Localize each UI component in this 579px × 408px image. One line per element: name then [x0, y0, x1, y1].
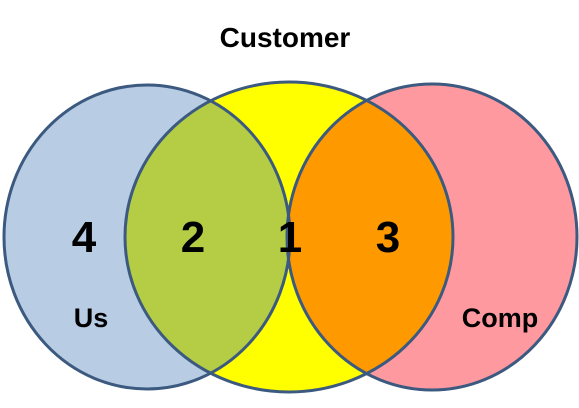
- region-us-only: 4: [72, 213, 97, 262]
- comp-outline: [285, 82, 579, 392]
- region-us-customer: 2: [181, 213, 205, 262]
- us-outline: [2, 83, 292, 391]
- customer-title: Customer: [220, 22, 351, 53]
- region-all-three: 1: [278, 213, 302, 262]
- circle-outlines: [2, 80, 579, 394]
- region-customer-comp: 3: [376, 213, 400, 262]
- customer-outline: [123, 80, 455, 394]
- comp-label: Comp: [462, 303, 539, 333]
- us-label: Us: [74, 303, 109, 333]
